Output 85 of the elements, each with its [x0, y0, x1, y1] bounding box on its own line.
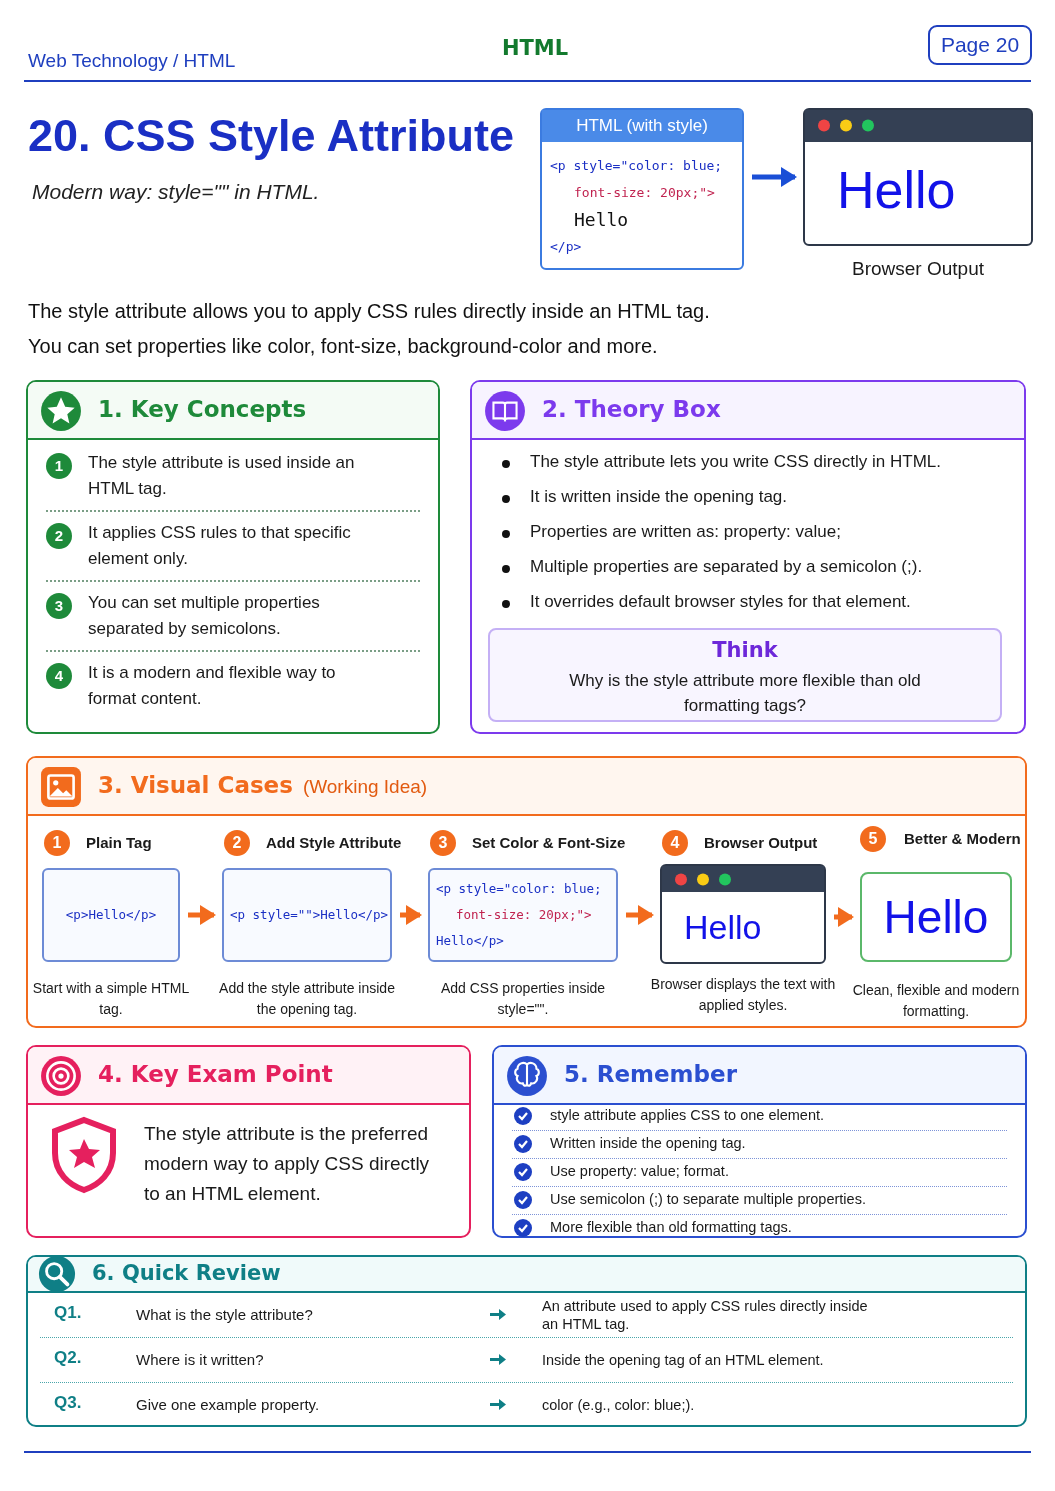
- code-line: </p>: [550, 238, 583, 256]
- arrow: [752, 167, 797, 187]
- list-item: It overrides default browser styles for that element.: [530, 592, 912, 612]
- output-text: Hello: [882, 890, 990, 945]
- key-point-text: The style attribute is the preferred modern way to apply CSS directly to an HTML element.: [144, 1122, 431, 1206]
- list-item: Properties are written as: property: value;: [530, 522, 842, 542]
- answer-text: An attribute used to apply CSS rules directly inside an HTML tag.: [542, 1297, 869, 1333]
- list-item: It is written inside the opening tag.: [530, 487, 789, 507]
- list-item: Use property: value; format.: [550, 1162, 730, 1181]
- step-number: 3: [430, 830, 456, 856]
- code-line: font-size: 20px;">: [455, 906, 593, 924]
- code-box: [540, 108, 744, 270]
- breadcrumb: Web Technology / HTML: [28, 50, 236, 72]
- list-item: You can set multiple properties separated by semicolons.: [88, 592, 321, 640]
- list-item: More flexible than old formatting tags.: [550, 1218, 793, 1237]
- section-panel: [492, 1045, 1027, 1238]
- list-item: The style attribute is used inside an HTML tag.: [88, 452, 356, 500]
- page-number-box: Page 20: [928, 25, 1032, 65]
- step-caption: Start with a simple HTML tag.: [31, 979, 191, 1019]
- think-heading: Think: [711, 638, 779, 662]
- code-line: <p style="color: blue;: [436, 880, 603, 898]
- section-panel: [26, 756, 1027, 1028]
- step-title: Plain Tag: [86, 834, 152, 851]
- step-title: Add Style Attribute: [266, 834, 402, 851]
- intro-text: You can set properties like color, font-size, background-color and more.: [28, 335, 658, 358]
- section-panel: [470, 380, 1026, 734]
- item-number: 2: [46, 523, 72, 549]
- list-item: The style attribute lets you write CSS directly in HTML.: [530, 452, 942, 472]
- step-caption: Add CSS properties inside style="".: [439, 979, 607, 1019]
- think-box: [488, 628, 1002, 722]
- question-number: Q2.: [54, 1348, 82, 1368]
- list-item: Use semicolon (;) to separate multiple properties.: [550, 1190, 867, 1209]
- question-text: Where is it written?: [136, 1351, 264, 1368]
- item-number: 4: [46, 663, 72, 689]
- step-caption: Clean, flexible and modern formatting.: [851, 981, 1021, 1021]
- step-title: Set Color & Font-Size: [472, 834, 626, 851]
- section-heading: 1. Key Concepts: [98, 396, 307, 422]
- intro-text: The style attribute allows you to apply CSS rules directly inside an HTML tag.: [28, 300, 710, 323]
- code-line: <p>Hello</p>: [64, 906, 158, 924]
- list-item: It is a modern and flexible way to format content.: [88, 662, 337, 710]
- question-number: Q1.: [54, 1303, 82, 1323]
- step-number: 1: [44, 830, 70, 856]
- section-heading: 4. Key Exam Point: [98, 1061, 333, 1087]
- code-header: HTML (with style): [542, 110, 742, 142]
- section-panel: [26, 380, 440, 734]
- list-item: Written inside the opening tag.: [550, 1134, 747, 1153]
- code-line: Hello: [573, 208, 630, 232]
- arrow: [834, 907, 854, 927]
- section-subheading: (Working Idea): [302, 776, 428, 798]
- question-number: Q3.: [54, 1393, 82, 1413]
- section-heading: 5. Remember: [564, 1061, 737, 1087]
- output-text: Hello: [837, 160, 956, 220]
- item-number: 1: [46, 453, 72, 479]
- section-heading: 2. Theory Box: [542, 396, 721, 422]
- question-text: Give one example property.: [136, 1396, 320, 1413]
- output-caption: Browser Output: [851, 258, 985, 280]
- list-item: style attribute applies CSS to one element.: [550, 1106, 826, 1125]
- step-title: Browser Output: [704, 834, 818, 851]
- subject-heading: HTML: [500, 36, 570, 60]
- answer-text: color (e.g., color: blue;).: [542, 1396, 696, 1414]
- step-number: 5: [860, 826, 886, 852]
- step-title: Better & Modern: [904, 830, 1021, 847]
- arrow: [626, 905, 654, 925]
- list-item: It applies CSS rules to that specific element only.: [88, 522, 352, 570]
- code-line: font-size: 20px;">: [573, 184, 716, 202]
- question-text: What is the style attribute?: [136, 1306, 313, 1323]
- step-caption: Browser displays the text with applied styles.: [649, 975, 837, 1015]
- subtitle: Modern way: style="" in HTML.: [32, 180, 320, 204]
- think-question: Why is the style attribute more flexible than old formatting tags?: [568, 670, 922, 717]
- output-text: Hello: [684, 908, 762, 947]
- code-line: Hello</p>: [436, 932, 505, 950]
- arrow: [400, 905, 422, 925]
- code-line: <p style="color: blue;: [550, 157, 724, 175]
- section-heading: 6. Quick Review: [92, 1261, 281, 1285]
- page-title: 20. CSS Style Attribute: [28, 110, 514, 162]
- list-item: Multiple properties are separated by a semicolon (;).: [530, 557, 924, 577]
- step-caption: Add the style attribute inside the opening tag.: [218, 979, 396, 1019]
- item-number: 3: [46, 593, 72, 619]
- section-panel: [26, 1045, 471, 1238]
- step-number: 2: [224, 830, 250, 856]
- section-heading: 3. Visual Cases: [98, 772, 293, 798]
- section-panel: [26, 1255, 1027, 1427]
- step-number: 4: [662, 830, 688, 856]
- answer-text: Inside the opening tag of an HTML element.: [542, 1351, 825, 1369]
- arrow: [188, 905, 216, 925]
